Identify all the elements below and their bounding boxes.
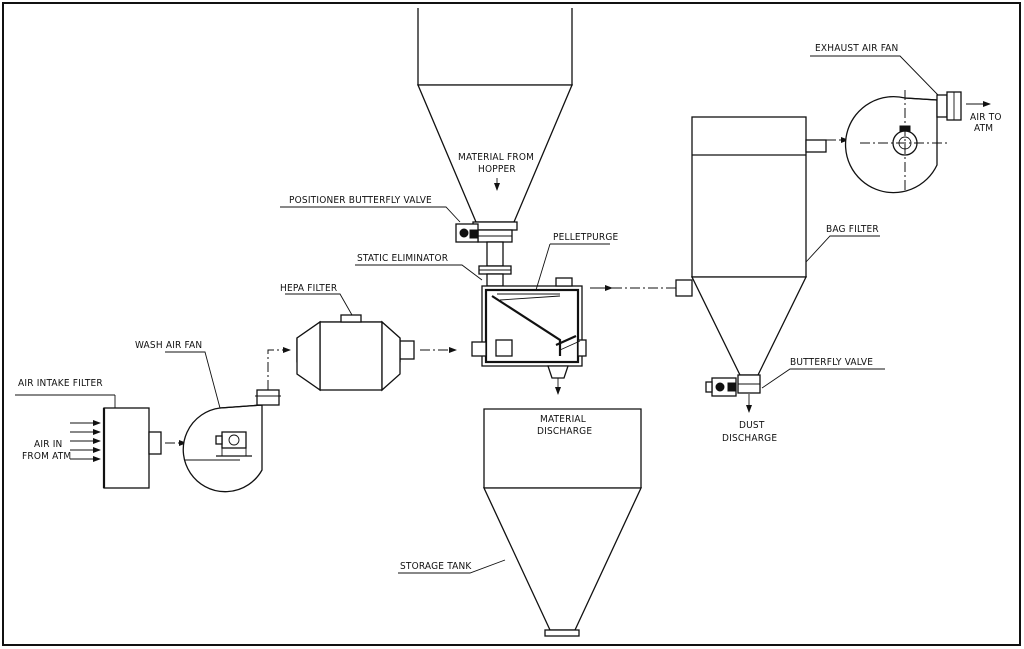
pelletpurge-leader [535, 243, 551, 291]
hepa-filter [296, 314, 415, 392]
material-discharge-label-line1: MATERIAL [540, 414, 586, 425]
dust-discharge-label-line2: DISCHARGE [722, 433, 777, 444]
hepa-filter-label: HEPA FILTER [280, 283, 337, 294]
wash-air-fan [182, 389, 281, 493]
butterfly-valve-leader [761, 368, 885, 389]
storage-tank [482, 408, 643, 637]
static-eliminator-leader [355, 264, 483, 281]
material-discharge-label-line2: DISCHARGE [537, 426, 592, 437]
air-to-label-line1: AIR TO [970, 112, 1002, 123]
exhaust-air-fan [844, 90, 962, 194]
butterfly-valve-label: BUTTERFLY VALVE [790, 357, 873, 368]
air-to-label-line2: ATM [974, 123, 993, 134]
exhaust-air-fan-label: EXHAUST AIR FAN [815, 43, 898, 54]
air-in-arrows [70, 420, 101, 462]
material-hopper [417, 8, 573, 231]
positioner-butterfly-valve-label: POSITIONER BUTTERFLY VALVE [289, 195, 432, 206]
pelletpurge-label: PELLETPURGE [553, 232, 619, 243]
wash-air-fan-leader [165, 351, 221, 409]
bag-filter [675, 116, 827, 394]
exhaust-air-fan-leader [810, 55, 939, 96]
material-from-label-line1: MATERIAL FROM [458, 152, 534, 163]
positioner-butterfly-valve-leader [280, 206, 461, 223]
material-from-label-line2: HOPPER [478, 164, 516, 175]
air-intake-filter-label: AIR INTAKE FILTER [18, 378, 103, 389]
butterfly-valve [705, 377, 737, 397]
wash-air-fan-label: WASH AIR FAN [135, 340, 202, 351]
air-in-label-line2: FROM ATM [22, 451, 71, 462]
storage-tank-label: STORAGE TANK [400, 561, 472, 572]
dust-discharge-label-line1: DUST [739, 420, 765, 431]
air-in-label-line1: AIR IN [34, 439, 63, 450]
bag-filter-leader [805, 235, 880, 263]
bag-filter-label: BAG FILTER [826, 224, 879, 235]
pelletpurge-unit [471, 277, 587, 379]
static-eliminator-label: STATIC ELIMINATOR [357, 253, 448, 264]
air-intake-filter [15, 394, 162, 489]
storage-tank-leader [398, 559, 506, 574]
fan-to-hepa-flow [267, 347, 291, 390]
static-eliminator [478, 241, 512, 287]
hepa-filter-leader [285, 293, 353, 316]
positioner-butterfly-valve [455, 223, 513, 243]
